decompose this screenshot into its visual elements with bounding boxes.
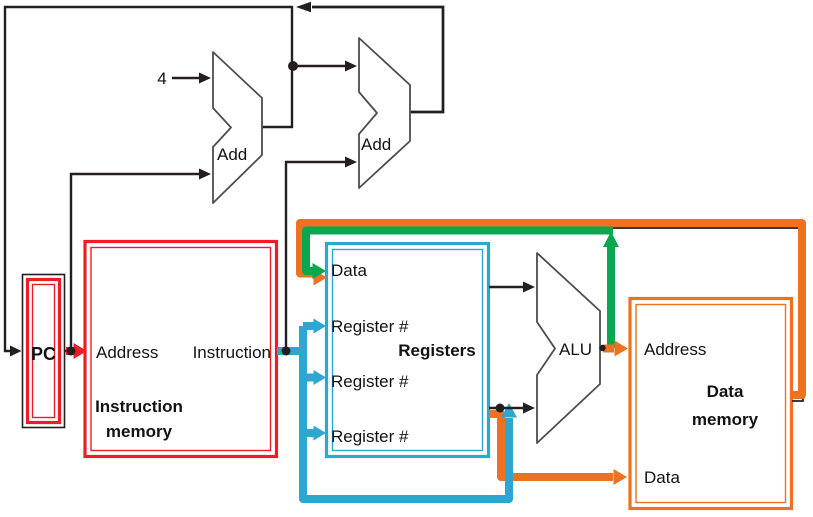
instruction-memory-instruction-port: Instruction (193, 343, 271, 362)
registers-inner (331, 248, 484, 452)
branch-adder-label: Add (361, 135, 391, 154)
orange-store-line (489, 410, 613, 481)
alu-shape (536, 252, 601, 444)
branch-adder-shape (358, 37, 411, 189)
merge-left-arrowhead (296, 1, 311, 13)
green-merge-arrowhead (603, 231, 619, 247)
branch-adder-top-arrowhead (345, 60, 357, 72)
cyan-register1-arrowhead (313, 318, 326, 334)
green-writeback-arrowhead (312, 263, 326, 279)
green-writeback-line (302, 226, 613, 275)
alu-bottom-arrowhead (523, 402, 535, 414)
pc-highlight-inner (31, 283, 56, 419)
data-memory-box (628, 296, 794, 511)
red-address-arrowhead (73, 343, 87, 359)
pc-increment-adder-label: Add (217, 145, 247, 164)
registers-outer (324, 241, 491, 459)
read-data2-to-alu-wire (489, 402, 535, 414)
orange-store-arrowhead (613, 469, 627, 485)
alu-output-junction-dot (599, 344, 606, 352)
constant-four-label: 4 (157, 69, 166, 88)
instruction-memory-title-line2: memory (106, 422, 173, 441)
alu-label: ALU (559, 340, 592, 359)
registers-box (324, 241, 491, 459)
cyan-register3-arrowhead (313, 425, 326, 441)
alu-writeback-path-green (302, 226, 619, 348)
orange-writeback-line (296, 219, 806, 399)
pc-increment-adder-shape (212, 51, 263, 204)
pcplus4-to-branch-adder-wire (293, 60, 357, 72)
branch-adder-output-path (312, 5, 445, 114)
data-memory-title-line1: Data (707, 382, 744, 401)
instruction-memory-inner (90, 246, 272, 452)
instruction-junction-dot (281, 346, 291, 356)
registers-register2-port: Register # (331, 372, 409, 391)
registers-data-port: Data (331, 261, 367, 280)
alu-to-address-path-orange (603, 340, 628, 357)
data-memory-title-line2: memory (692, 410, 759, 429)
pc-input-arrowhead (10, 345, 22, 357)
read-data2-junction-dot (495, 403, 505, 413)
instruction-to-branch-adder-wire (284, 156, 357, 351)
data-memory-address-port: Address (644, 340, 706, 359)
registers-title: Registers (398, 341, 475, 360)
pcplus4-junction-dot (288, 61, 298, 71)
adder-bottom-arrowhead (199, 168, 211, 180)
four-arrowhead (199, 72, 211, 84)
pc-label: PC (31, 344, 56, 364)
cyan-alu-up-arrowhead (501, 403, 517, 418)
data-memory-inner (635, 303, 787, 504)
data-memory-data-port: Data (644, 468, 680, 487)
orange-address-arrowhead (614, 340, 628, 357)
branch-adder-output-wire (296, 1, 445, 114)
pc-feedback-wire (3, 5, 294, 357)
data-memory-outer (628, 296, 794, 511)
pc-box (21, 273, 66, 429)
registers-register3-port: Register # (331, 427, 409, 446)
registers-register1-port: Register # (331, 317, 409, 336)
read-data1-to-alu-wire (489, 281, 535, 293)
instruction-memory-box (83, 239, 279, 459)
pc-feedback-path (3, 5, 294, 353)
cyan-register2-arrowhead (313, 370, 326, 385)
alu-top-arrowhead (523, 281, 535, 293)
constant-four-wire (172, 72, 211, 84)
instruction-branch-path (284, 160, 345, 351)
instruction-memory-title-line1: Instruction (95, 397, 183, 416)
instruction-memory-outer (83, 239, 279, 459)
branch-adder-bottom-arrowhead (345, 156, 357, 168)
pc-output-junction-dot (66, 346, 76, 356)
store-data-path-orange (489, 410, 627, 485)
instruction-memory-address-port: Address (96, 343, 158, 362)
